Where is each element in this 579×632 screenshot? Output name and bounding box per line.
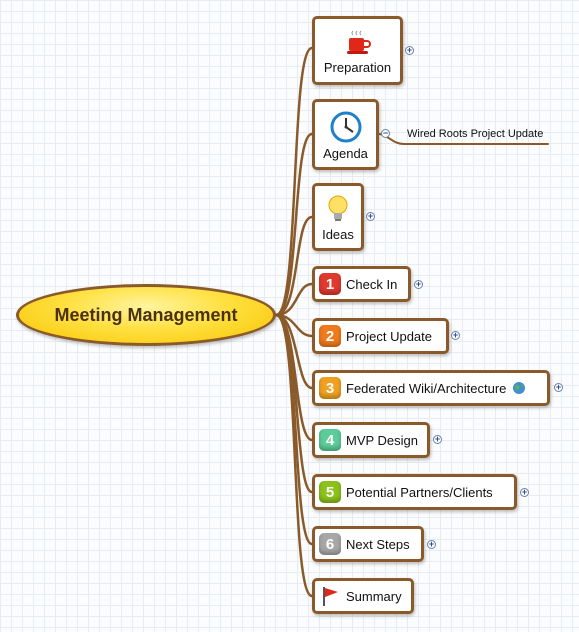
topic-label: Check In — [346, 276, 398, 292]
globe-icon — [513, 382, 526, 394]
topic-label: Preparation — [323, 59, 392, 75]
red-flag-icon — [323, 587, 338, 606]
clock-icon — [330, 111, 361, 142]
topic-summary[interactable]: Summary — [312, 578, 414, 614]
topic-preparation[interactable]: Preparation — [312, 16, 403, 85]
branch-check-in — [274, 282, 314, 317]
topic-project-update[interactable]: 2 Project Update — [312, 318, 449, 354]
topic-ideas[interactable]: Ideas — [312, 183, 364, 251]
expand-button[interactable]: + — [405, 45, 414, 55]
branch-summary — [274, 313, 314, 598]
topic-label: Next Steps — [346, 536, 410, 552]
topic-potential-partners[interactable]: 5 Potential Partners/Clients — [312, 474, 517, 510]
subtopic-label[interactable]: Wired Roots Project Update — [407, 128, 544, 140]
expand-button[interactable]: + — [433, 434, 442, 444]
topic-check-in[interactable]: 1 Check In — [312, 266, 411, 302]
topic-mvp-design[interactable]: 4 MVP Design — [312, 422, 430, 458]
priority-3-icon: 3 — [319, 377, 341, 399]
central-topic[interactable]: Meeting Management — [16, 284, 276, 346]
collapse-button[interactable]: − — [381, 128, 390, 138]
topic-label: Agenda — [323, 145, 368, 161]
expand-button[interactable]: + — [520, 487, 529, 497]
priority-4-icon: 4 — [319, 429, 341, 451]
expand-button[interactable]: + — [554, 382, 563, 392]
priority-6-icon: 6 — [319, 533, 341, 555]
topic-label: Potential Partners/Clients — [346, 484, 493, 500]
branch-preparation — [274, 46, 314, 317]
expand-button[interactable]: + — [366, 211, 375, 221]
topic-label: Federated Wiki/Architecture — [346, 380, 507, 396]
priority-1-icon: 1 — [319, 273, 341, 295]
expand-button[interactable]: + — [427, 539, 436, 549]
branch-agenda-subtopic — [377, 133, 549, 145]
priority-2-icon: 2 — [319, 325, 341, 347]
branch-ideas — [274, 215, 314, 317]
topic-label: Project Update — [346, 328, 432, 344]
central-topic-label: Meeting Management — [54, 304, 238, 325]
topic-label: Summary — [346, 588, 402, 604]
topic-label: MVP Design — [346, 432, 419, 448]
topic-label: Ideas — [322, 227, 354, 242]
coffee-cup-icon — [346, 30, 371, 54]
branch-agenda — [274, 132, 314, 317]
lightbulb-icon — [328, 195, 348, 221]
priority-5-icon: 5 — [319, 481, 341, 503]
expand-button[interactable]: + — [414, 279, 423, 289]
topic-federated-wiki[interactable]: 3 Federated Wiki/Architecture — [312, 370, 550, 406]
expand-button[interactable]: + — [451, 330, 460, 340]
topic-agenda[interactable]: Agenda — [312, 99, 379, 170]
topic-next-steps[interactable]: 6 Next Steps — [312, 526, 424, 562]
